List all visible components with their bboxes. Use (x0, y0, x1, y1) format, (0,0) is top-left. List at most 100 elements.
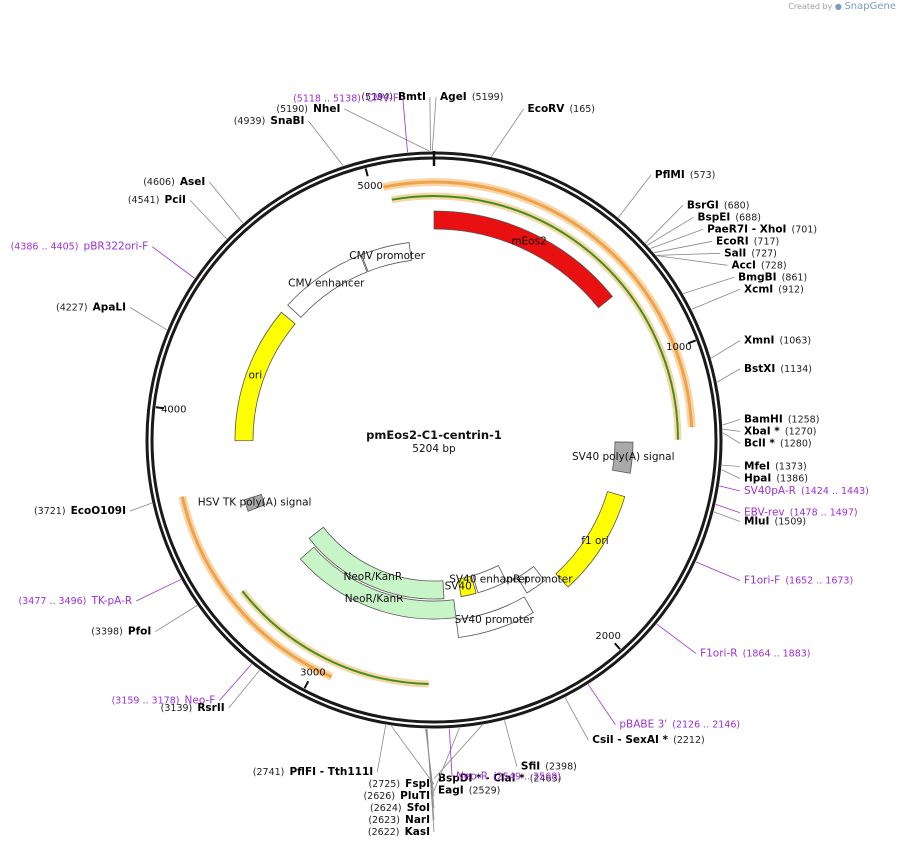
leader-line (715, 503, 741, 514)
site-label: EagI (2529) (438, 779, 500, 798)
plasmid-length: 5204 bp (412, 443, 456, 455)
site-label: SalI (727) (724, 241, 777, 260)
site-label: PaeR7I - XhoI (701) (707, 217, 817, 236)
feature-hsv-tk-poly-a-signal (243, 493, 266, 512)
site-label: (5194) BmtI (361, 85, 426, 104)
leader-line (402, 98, 408, 153)
site-label: (4227) ApaLI (56, 295, 126, 314)
leader-line (654, 240, 713, 254)
feature-neor-kanr (308, 526, 445, 600)
credit-brand: SnapGene (844, 1, 896, 12)
leader-line (129, 307, 168, 331)
primer-label: EBV-rev (1478 .. 1497) (744, 501, 858, 520)
site-label: (2622) KasI (368, 820, 430, 839)
leader-line (426, 728, 435, 833)
leader-line (710, 340, 741, 359)
primer-label: F1ori-R (1864 .. 1883) (700, 642, 810, 661)
track-green-1 (391, 195, 679, 440)
leader-line (344, 108, 430, 152)
primer-label: F1ori-F (1652 .. 1673) (744, 569, 853, 588)
track-green-2 (241, 590, 429, 685)
site-label: (2624) SfoI (370, 796, 430, 815)
feature-label: CMV promoter (349, 250, 425, 262)
snapgene-credit: Created by ● SnapGene (788, 1, 896, 12)
leader-line (695, 561, 741, 581)
site-label: EcoRV (165) (528, 97, 595, 116)
site-label: AccI (728) (731, 253, 786, 272)
site-label: (2741) PflFI - Tth111I (253, 760, 373, 779)
site-label: (3721) EcoO109I (34, 499, 126, 518)
feature-label: SV40 enhancer (449, 573, 530, 585)
leader-line (683, 276, 735, 294)
tick-label: 1000 (666, 342, 691, 353)
feature-label: CMV enhancer (288, 277, 365, 289)
site-label: BamHI (1258) (744, 407, 819, 426)
site-label: BstXI (1134) (744, 357, 812, 376)
tick-label: 5000 (357, 181, 382, 192)
plasmid-name: pmEos2-C1-centrin-1 (366, 428, 502, 442)
leader-line (129, 502, 153, 512)
leader-line (390, 725, 435, 785)
leader-line (587, 684, 616, 725)
site-label: (4541) PciI (128, 188, 186, 207)
site-label: XcmI (912) (744, 277, 804, 296)
leader-line (136, 579, 182, 602)
site-label: (5190) NheI (276, 97, 340, 116)
feature-f1-ori (555, 491, 626, 588)
feature-label: f1 ori (581, 535, 608, 547)
leader-line (716, 368, 741, 383)
tick-label: 4000 (161, 404, 186, 415)
leader-line (721, 469, 741, 479)
feature-label: AmpR promoter (489, 574, 573, 586)
snapgene-logo-icon: ● (834, 2, 842, 11)
track-green-1-halo (391, 192, 682, 440)
leader-line (713, 511, 741, 522)
site-label: XbaI * (1270) (744, 419, 816, 438)
leader-line (656, 255, 728, 266)
primer-label: Neo-R (2549 .. 2568) (456, 765, 561, 784)
site-label: HpaI (1386) (744, 467, 808, 486)
leader-line (308, 120, 344, 166)
feature-label: SV40 promoter (455, 614, 535, 626)
leader-line (504, 720, 518, 767)
tick-mark (303, 680, 310, 689)
leader-line (722, 432, 741, 444)
site-label: XmnI (1063) (744, 329, 811, 348)
leader-line (429, 97, 431, 152)
site-label: (3398) PfoI (91, 620, 151, 639)
site-label: (4606) AseI (143, 170, 205, 189)
leader-line (618, 174, 652, 218)
site-label: AgeI (5199) (440, 85, 503, 104)
restriction-sites: (5194) BmtI (5190) NheI(4939) SnaBI (4606)… (34, 85, 819, 839)
feature-label: HSV TK poly(A) signal (198, 497, 312, 509)
site-label: (4939) SnaBI (234, 109, 305, 128)
leader-line (376, 724, 387, 773)
feature-meos2 (433, 210, 614, 309)
feature-cmv-enhancer (287, 254, 368, 318)
tick-label: 3000 (300, 667, 325, 678)
leader-line (645, 205, 684, 244)
primer-sites: (5118 .. 5138) CMV-F(4386 .. 4405) pBR32… (11, 92, 869, 784)
leader-line (219, 663, 252, 701)
leader-line (650, 228, 704, 249)
tick-mark (613, 642, 621, 650)
feature-tracks (178, 178, 696, 688)
feature-label: mEos2 (511, 236, 546, 248)
leader-line (656, 623, 697, 654)
feature-ori (234, 311, 296, 442)
site-label: MluI (1509) (744, 509, 806, 528)
leader-line (721, 464, 741, 467)
primer-label: SV40pA-R (1424 .. 1443) (744, 479, 869, 498)
credit-prefix: Created by (788, 2, 833, 11)
site-label: (2623) NarI (368, 808, 430, 827)
leader-line (719, 485, 741, 492)
leader-line (722, 428, 741, 432)
site-label: BmgBI (861) (738, 265, 807, 284)
primer-label: (4386 .. 4405) pBR322ori-F (11, 235, 149, 254)
primer-label: pBABE 3' (2126 .. 2146) (619, 713, 740, 732)
site-label: BspEI (688) (697, 205, 761, 224)
site-label: (3139) RsrII (161, 696, 225, 715)
